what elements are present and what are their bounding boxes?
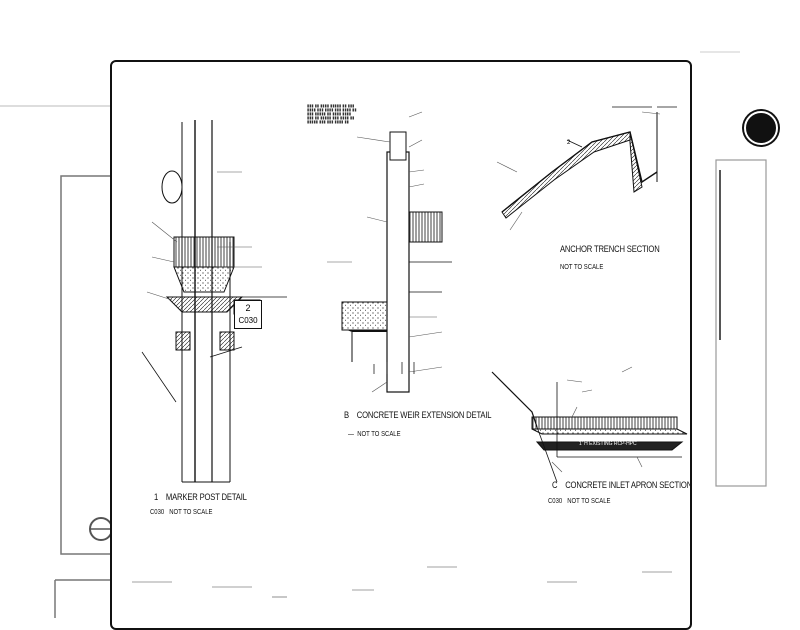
- marker-post-number: 1: [154, 492, 159, 502]
- weir-title: B CONCRETE WEIR EXTENSION DETAIL: [344, 410, 492, 420]
- svg-text:2: 2: [567, 140, 571, 146]
- marker-post-drawing: [141, 120, 287, 483]
- inlet-title-text: CONCRETE INLET APRON SECTION: [565, 480, 692, 490]
- weir-drawing: [327, 111, 452, 393]
- drawing-sheet: 2 ▮▮: [110, 60, 692, 630]
- weir-subtitle: — NOT TO SCALE: [348, 431, 401, 438]
- weir-number: B: [344, 410, 349, 420]
- marker-post-sheet: C030: [150, 509, 165, 516]
- weir-scale: NOT TO SCALE: [357, 431, 401, 438]
- inlet-subtitle: C030 NOT TO SCALE: [548, 498, 611, 505]
- callout-sheet: C030: [238, 316, 258, 325]
- inlet-apron-drawing: [491, 366, 688, 483]
- anchor-trench-drawing: 2: [496, 106, 677, 231]
- inlet-sheet: C030: [548, 498, 563, 505]
- hole-punch-icon: [744, 111, 778, 145]
- marker-post-title: 1 MARKER POST DETAIL: [154, 493, 247, 502]
- weir-title-text: CONCRETE WEIR EXTENSION DETAIL: [356, 410, 492, 420]
- inlet-title: C CONCRETE INLET APRON SECTION: [552, 480, 692, 490]
- marker-post-scale: NOT TO SCALE: [169, 509, 213, 516]
- marker-post-title-text: MARKER POST DETAIL: [165, 492, 247, 502]
- weir-notes-block: ▮▮▮ ▮▮ ▮▮▮▮ ▮▮▮▮▮ ▮▮ ▮▮▮ ▮▮▮▮ ▮▮▮ ▮▮▮▮ ▮…: [307, 103, 357, 124]
- inlet-scale: NOT TO SCALE: [567, 498, 611, 505]
- detail-callout-box: 2 C030: [234, 300, 262, 329]
- anchor-scale: NOT TO SCALE: [560, 264, 604, 271]
- inlet-pipe-label: 1' H EXISTING RCP-HPC: [579, 441, 637, 447]
- anchor-title: ANCHOR TRENCH SECTION: [560, 244, 660, 254]
- engineering-linework: 2: [132, 106, 688, 598]
- callout-number: 2: [245, 303, 251, 313]
- inlet-number: C: [552, 480, 558, 490]
- marker-post-subtitle: C030 NOT TO SCALE: [150, 509, 213, 516]
